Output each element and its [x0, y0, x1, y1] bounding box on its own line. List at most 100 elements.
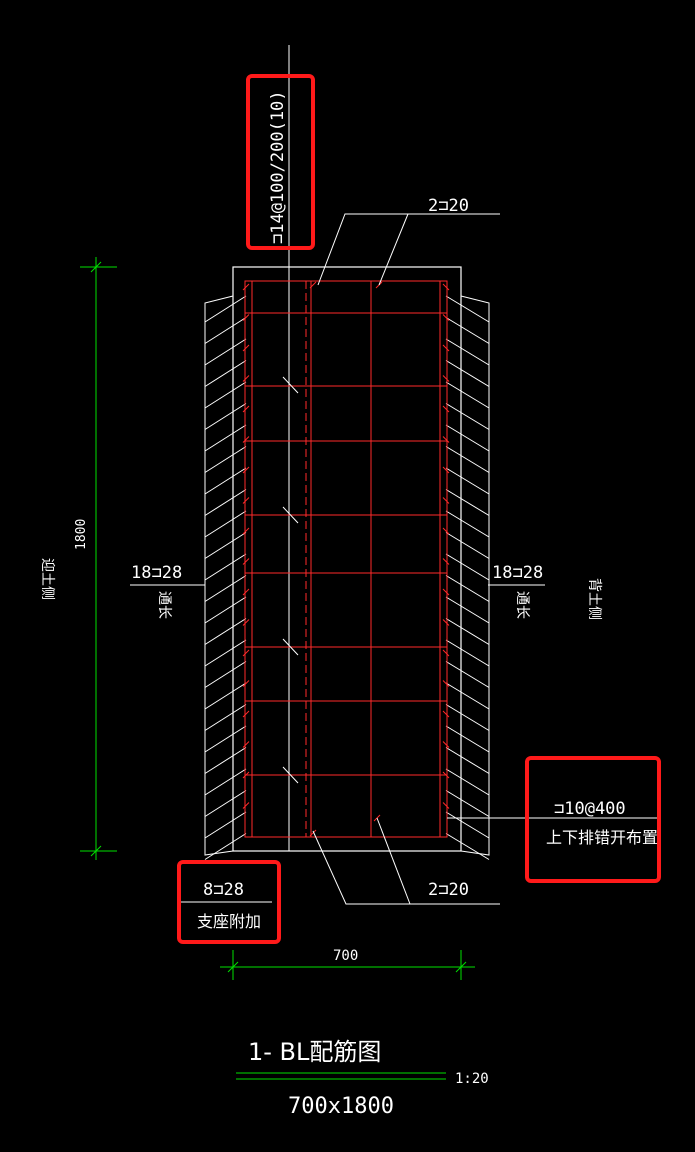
hatch-line: [204, 768, 247, 796]
side-bar-right: [442, 436, 450, 443]
hatch-line: [445, 725, 490, 753]
side-bar-left: [242, 436, 250, 443]
side-bar-right: [442, 741, 450, 748]
side-bar-right: [442, 344, 450, 352]
hatch-line: [204, 381, 247, 409]
hatch-line: [445, 403, 490, 430]
hatch-line: [204, 532, 247, 559]
hatch-line: [204, 403, 247, 430]
hatch-line: [204, 553, 247, 581]
hatch-line: [204, 811, 247, 839]
bottom-bars-leader: [312, 830, 500, 905]
side-bar-left: [242, 558, 250, 565]
side-bar-left: [242, 527, 250, 535]
side-bar-left: [242, 588, 250, 596]
hatch-line: [445, 747, 490, 774]
hatch-line: [445, 489, 490, 516]
hatch-line: [204, 704, 247, 731]
side-bar-left: [242, 466, 250, 474]
hatch-line: [445, 532, 490, 559]
horizontal-ties: [245, 312, 447, 776]
hatch-line: [445, 467, 490, 495]
dimensions: [80, 257, 475, 1080]
side-bar-left: [242, 710, 250, 718]
bottom-bars-leader-2: [376, 817, 411, 905]
hatch-line: [445, 596, 490, 624]
hatch-line: [204, 618, 247, 645]
center-tick: [282, 766, 299, 784]
hatch-line: [445, 639, 490, 667]
hatch-line: [445, 446, 490, 473]
hatch-line: [204, 446, 247, 473]
side-bar-right: [442, 375, 450, 382]
right-side-label: 背土侧: [586, 578, 602, 620]
hatch-line: [204, 360, 247, 387]
drawing-scale: 1:20: [455, 1071, 489, 1087]
hatch-line: [445, 510, 490, 538]
side-bar-right: [442, 314, 450, 321]
section-outline: [232, 266, 462, 852]
hatch-line: [204, 639, 247, 667]
highlight-stirrup: [246, 74, 315, 250]
hatch-line: [204, 833, 247, 860]
hatch-line: [445, 811, 490, 839]
hatch-line: [204, 661, 247, 688]
side-bar-right: [442, 497, 450, 504]
support-bars-label: 8⊐28: [203, 880, 244, 900]
side-bar-right: [442, 527, 450, 535]
hatch-line: [445, 833, 490, 860]
highlight-tie: [525, 756, 661, 883]
hatch-line: [204, 790, 247, 817]
side-bar-left: [242, 375, 250, 382]
hatching-left: [204, 295, 247, 860]
width-dim-tick-right: [455, 961, 467, 973]
hatch-line: [445, 704, 490, 731]
hatch-line: [204, 467, 247, 495]
height-dim-tick-bottom: [90, 845, 102, 857]
hatch-line: [204, 596, 247, 624]
hatch-left-outline: [204, 295, 234, 856]
hatch-line: [445, 338, 490, 366]
side-bar-left: [242, 771, 250, 779]
hatch-line: [445, 790, 490, 817]
hatch-line: [204, 575, 247, 602]
side-bar-right: [442, 649, 450, 657]
hatch-line: [204, 295, 247, 323]
hatch-line: [445, 618, 490, 645]
top-bars-leader: [317, 213, 500, 286]
hatch-line: [445, 661, 490, 688]
hatch-line: [204, 489, 247, 516]
hatch-line: [204, 682, 247, 710]
hatch-line: [445, 424, 490, 452]
height-dim-label: 1800: [74, 519, 89, 550]
tie-bars-label: ⊐10@400: [554, 799, 626, 819]
right-side-bars-label: 18⊐28: [492, 563, 543, 583]
bottom-bars-label: 2⊐20: [428, 880, 469, 900]
side-bar-right: [442, 588, 450, 596]
side-bar-left: [242, 649, 250, 657]
hatch-line: [445, 381, 490, 409]
drawing-title: 1- BL配筋图: [248, 1038, 381, 1066]
hatch-line: [445, 575, 490, 602]
side-bar-right: [442, 283, 450, 291]
hatch-line: [445, 768, 490, 796]
side-bar-right: [442, 710, 450, 718]
hatch-line: [445, 553, 490, 581]
width-dim-label: 700: [333, 948, 358, 964]
side-bar-right: [442, 558, 450, 565]
side-bar-left: [242, 314, 250, 321]
side-bar-left: [242, 283, 250, 291]
stirrup-outer: [244, 280, 448, 838]
tie-note: 上下排错开布置: [546, 828, 658, 847]
side-bar-right: [442, 405, 450, 413]
leaders: [130, 213, 660, 905]
hatch-line: [204, 725, 247, 753]
side-bar-right: [442, 619, 450, 626]
hatch-line: [445, 295, 490, 323]
side-bar-left: [242, 497, 250, 504]
side-bar-right: [442, 771, 450, 779]
side-bar-left: [242, 741, 250, 748]
side-bar-left: [242, 802, 250, 809]
hatch-line: [204, 747, 247, 774]
